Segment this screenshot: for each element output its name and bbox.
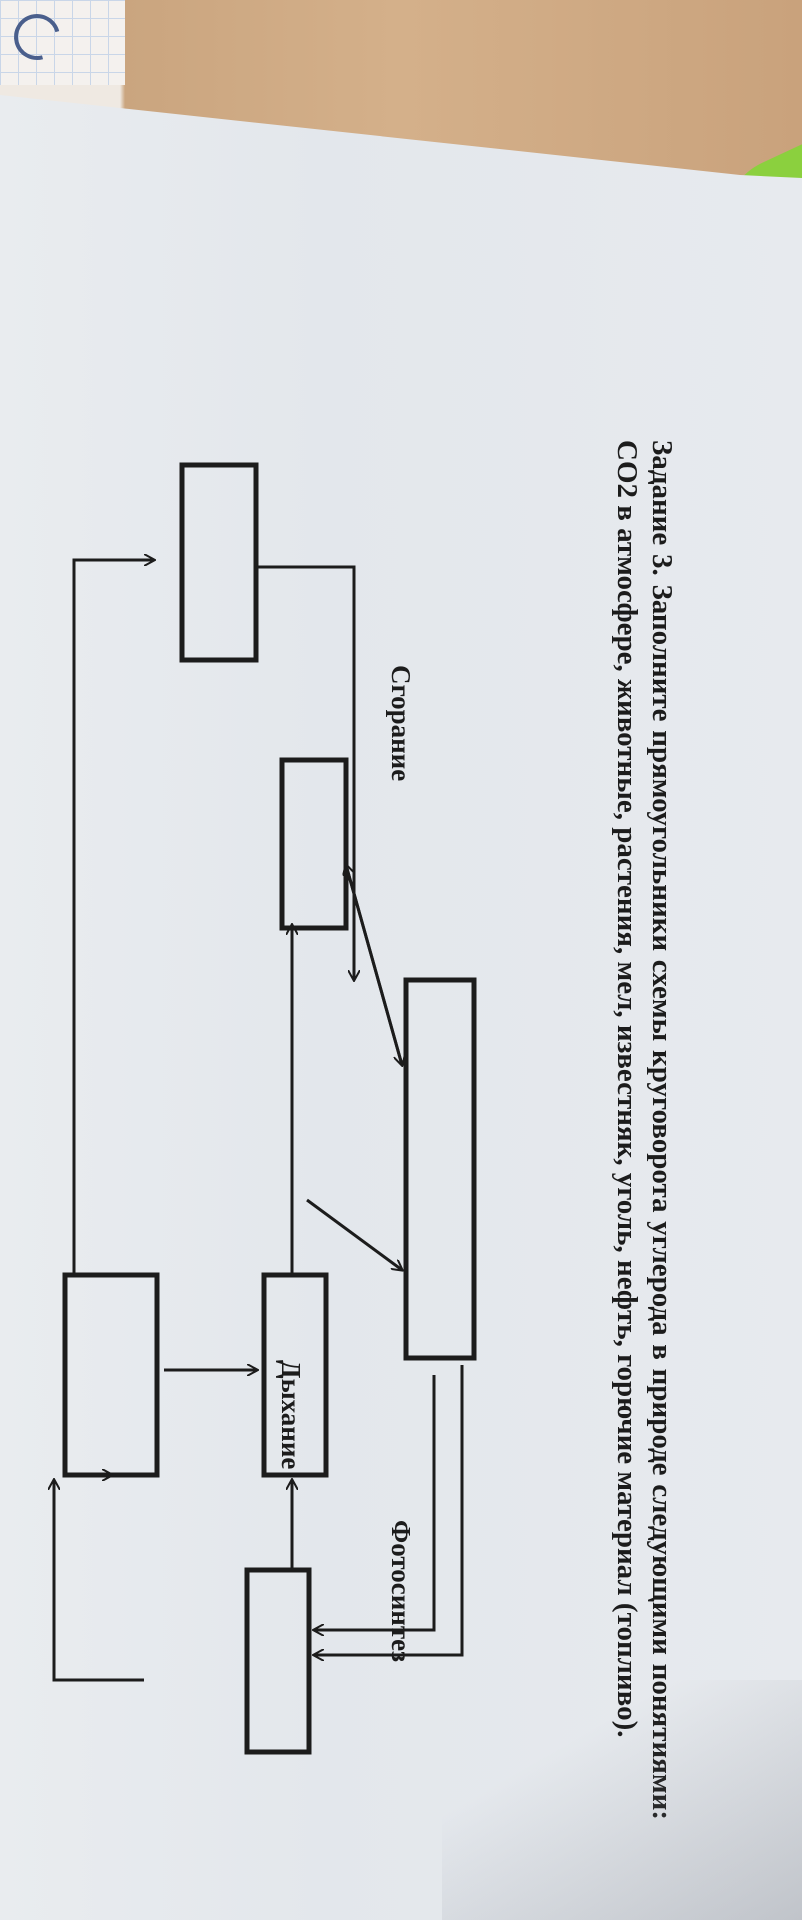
arrow-center-to-bottom-right-inner <box>314 1375 436 1630</box>
label-photosynthesis: Фотосинтез <box>386 1520 416 1662</box>
notebook-corner <box>0 0 125 85</box>
arrow-center-to-upper <box>346 865 404 1066</box>
arrow-top-left-to-center <box>256 565 354 980</box>
arrow-bottom-middle-to-center <box>306 1198 402 1270</box>
arrow-left-loop-to-top-left <box>72 560 154 1275</box>
label-combustion: Сгорание <box>386 665 416 781</box>
paper-shadow <box>442 1680 802 1920</box>
box-upper <box>279 757 349 931</box>
arrow-bottom-right-to-bottom-left <box>54 1480 144 1682</box>
box-center <box>403 977 477 1361</box>
box-top-left <box>179 462 259 663</box>
box-bottom-right <box>244 1567 312 1755</box>
box-bottom-middle <box>261 1272 329 1478</box>
label-respiration: Дыхание <box>276 1360 306 1469</box>
box-bottom-left <box>62 1272 160 1478</box>
arrow-center-to-bottom-right-outer <box>314 1365 464 1655</box>
